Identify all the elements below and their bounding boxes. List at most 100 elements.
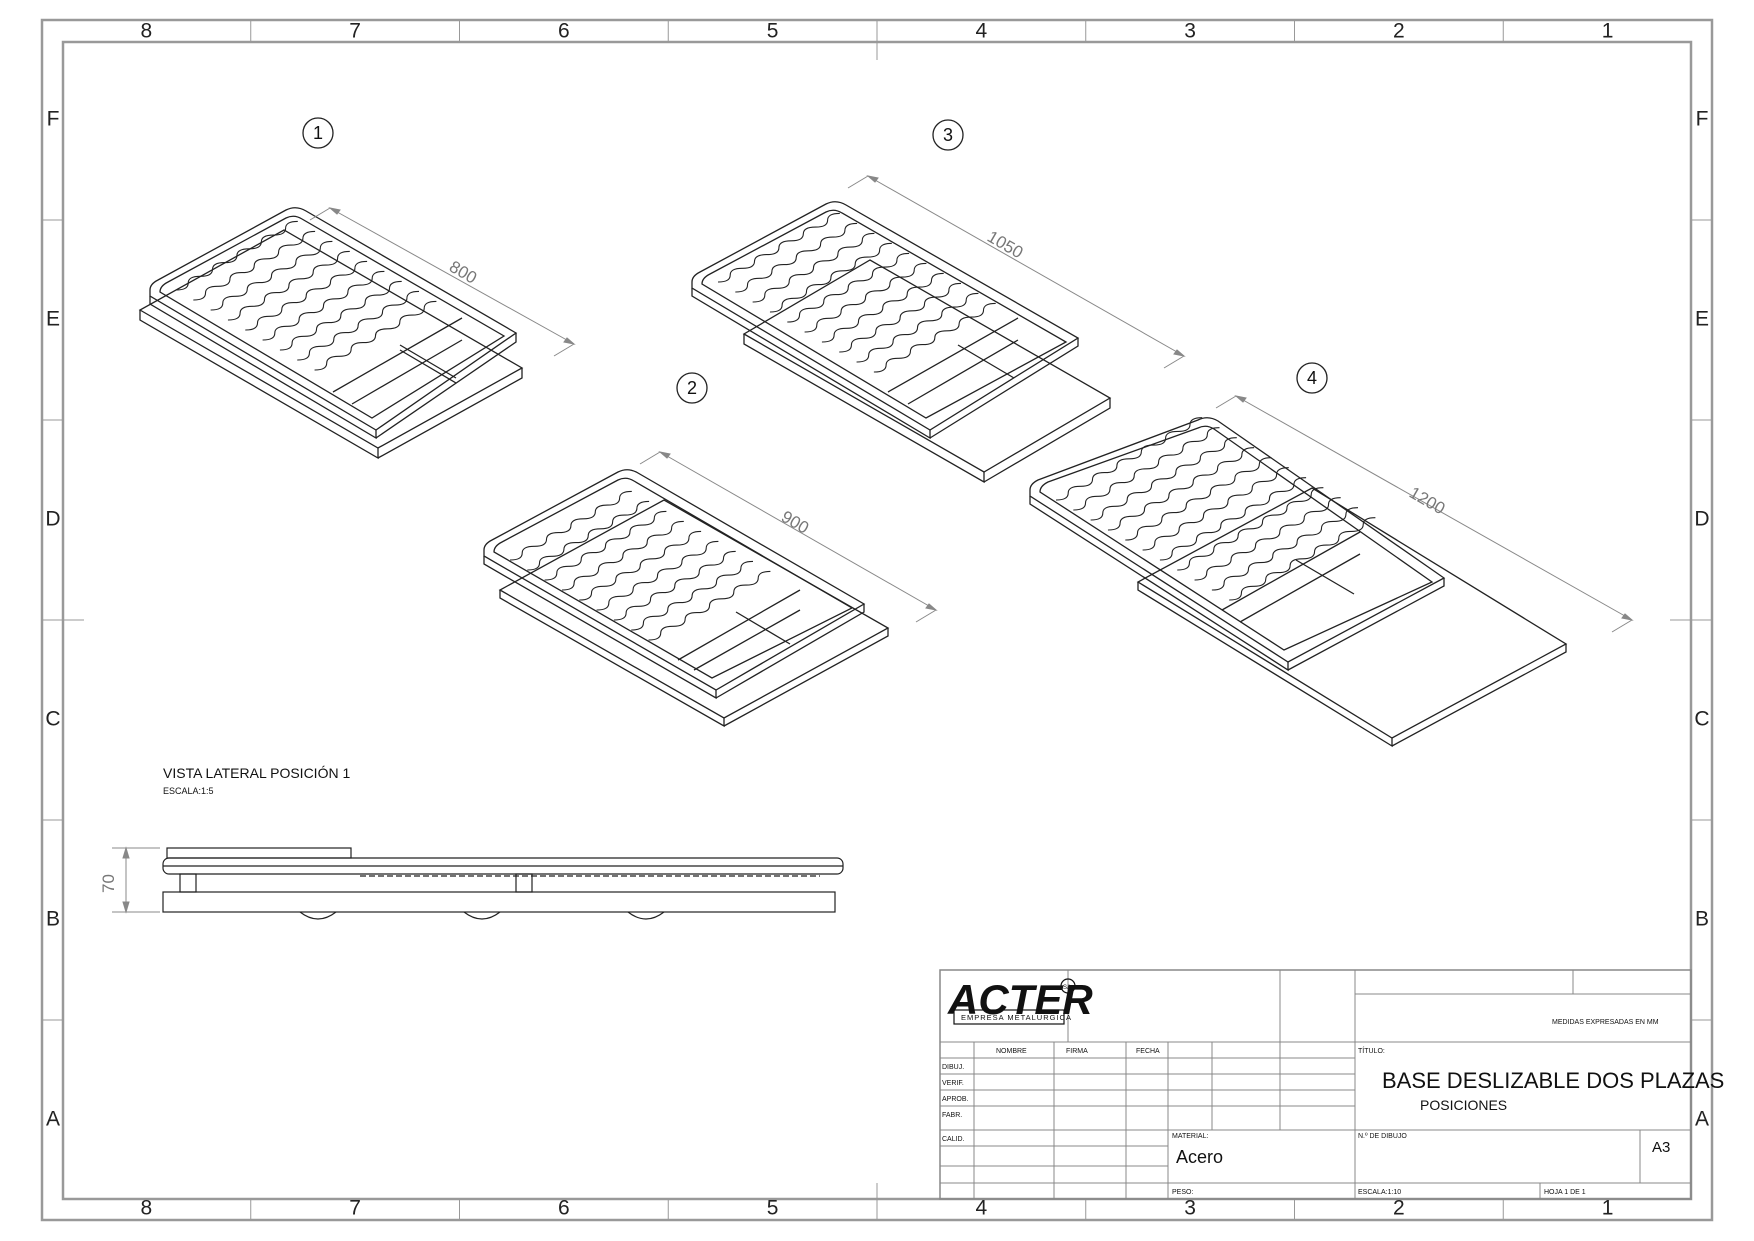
zone-row-right-E: E	[1695, 308, 1709, 331]
zone-col-top-6: 6	[558, 20, 570, 43]
title-label: TÍTULO:	[1358, 1046, 1385, 1055]
drawing-number-label: N.º DE DIBUJO	[1358, 1133, 1407, 1140]
zone-row-right-A: A	[1695, 1108, 1709, 1131]
side-view: VISTA LATERAL POSICIÓN 1 ESCALA:1:5 70	[99, 765, 844, 920]
zone-row-left-B: B	[46, 908, 60, 931]
top-frame	[149, 207, 518, 431]
assembly-position-2: 2 900	[483, 372, 938, 728]
spring-slat	[279, 280, 402, 351]
drawing-title: BASE DESLIZABLE DOS PLAZAS	[1382, 1068, 1724, 1093]
units-note: MEDIDAS EXPRESADAS EN MM	[1552, 1019, 1659, 1026]
spring-slat	[1194, 497, 1341, 581]
balloon-4-label: 4	[1307, 368, 1317, 388]
spring-slat	[787, 252, 910, 323]
col-header-nombre: NOMBRE	[996, 1048, 1027, 1055]
spring-slat	[1229, 517, 1376, 601]
outer-border	[40, 18, 1714, 1222]
spring-slat	[527, 500, 650, 571]
balloon-4	[1296, 362, 1328, 394]
zone-col-top-2: 2	[1393, 20, 1405, 43]
spring-slat	[804, 262, 927, 333]
zone-row-right-D: D	[1694, 508, 1709, 531]
spring-slat	[839, 282, 962, 353]
zone-col-top-7: 7	[349, 20, 361, 43]
zone-col-top-3: 3	[1184, 20, 1196, 43]
balloon-2-label: 2	[687, 378, 697, 398]
spring-slat	[297, 290, 420, 361]
spring-slat	[1142, 467, 1289, 551]
zone-row-right-C: C	[1694, 708, 1709, 731]
assembly-position-4: 4 1200	[1029, 362, 1634, 748]
zone-col-bottom-3: 3	[1184, 1197, 1196, 1220]
dim-1050: 1050	[984, 227, 1026, 262]
spring-slat	[648, 570, 771, 641]
title-block	[939, 969, 1692, 1200]
weight-label: PESO:	[1172, 1189, 1193, 1196]
zone-col-bottom-1: 1	[1602, 1197, 1614, 1220]
zone-row-right-B: B	[1695, 908, 1709, 931]
zone-col-top-1: 1	[1602, 20, 1614, 43]
spring-slat	[856, 292, 979, 363]
spring-slat	[193, 230, 316, 301]
zone-row-left-E: E	[46, 308, 60, 331]
spring-slat	[1107, 447, 1255, 531]
dim-900: 900	[778, 507, 812, 538]
top-frame	[1029, 417, 1446, 663]
zone-col-bottom-5: 5	[767, 1197, 779, 1220]
zone-row-left-D: D	[45, 508, 60, 531]
spring-slat	[227, 250, 350, 321]
row-label-dibuj: DIBUJ.	[942, 1064, 964, 1071]
spring-slat	[735, 222, 858, 293]
logo-badge	[1060, 978, 1076, 994]
drawing-subtitle: POSICIONES	[1420, 1097, 1507, 1113]
side-view-title: VISTA LATERAL POSICIÓN 1	[163, 765, 350, 781]
row-label-calid: CALID.	[942, 1136, 965, 1143]
top-frame	[483, 469, 866, 691]
side-view-scale: ESCALA:1:5	[163, 786, 214, 796]
spring-slat	[544, 510, 667, 581]
logo-badge-text: SA	[1063, 985, 1071, 991]
spring-slat	[821, 272, 944, 343]
zone-col-top-4: 4	[976, 20, 988, 43]
row-label-fabr: FABR.	[942, 1112, 962, 1119]
inner-border	[61, 40, 1693, 1201]
zone-row-left-A: A	[46, 1108, 60, 1131]
spring-slat	[1090, 437, 1237, 521]
spring-slat	[1159, 477, 1307, 561]
zone-col-bottom-8: 8	[141, 1197, 153, 1220]
scale-value: ESCALA:1:10	[1358, 1189, 1401, 1196]
zone-row-left-C: C	[45, 708, 60, 731]
zone-col-top-5: 5	[767, 20, 779, 43]
logo-subtitle: EMPRESA METALURGICA	[961, 1013, 1072, 1022]
dim-70: 70	[99, 874, 118, 893]
spring-slat	[613, 550, 736, 621]
spring-slat	[631, 560, 754, 631]
zone-col-bottom-7: 7	[349, 1197, 361, 1220]
spring-slat	[1211, 507, 1359, 591]
spring-grid	[509, 490, 771, 641]
material-value: Acero	[1176, 1147, 1223, 1167]
spring-slat	[717, 212, 840, 283]
dim-1200: 1200	[1406, 483, 1448, 518]
balloon-3-label: 3	[943, 125, 953, 145]
spring-slat	[1177, 487, 1324, 571]
spring-slat	[175, 220, 298, 291]
sheet-number: HOJA 1 DE 1	[1544, 1189, 1586, 1196]
row-label-verif: VERIF.	[942, 1080, 964, 1087]
balloon-3	[932, 119, 964, 151]
spring-slat	[596, 540, 719, 611]
spring-slat	[509, 490, 632, 561]
spring-slat	[561, 520, 684, 591]
company-logo: ACTER SA EMPRESA METALURGICA	[947, 976, 1093, 1025]
row-label-aprob: APROB.	[942, 1096, 969, 1103]
sheet-size: A3	[1652, 1139, 1670, 1156]
spring-grid	[717, 212, 996, 373]
material-label: MATERIAL:	[1172, 1133, 1208, 1140]
spring-slat	[245, 260, 368, 331]
spring-grid	[1055, 417, 1376, 601]
zone-row-right-F: F	[1696, 108, 1709, 131]
zone-col-top-8: 8	[141, 20, 153, 43]
dim-800: 800	[446, 257, 480, 288]
